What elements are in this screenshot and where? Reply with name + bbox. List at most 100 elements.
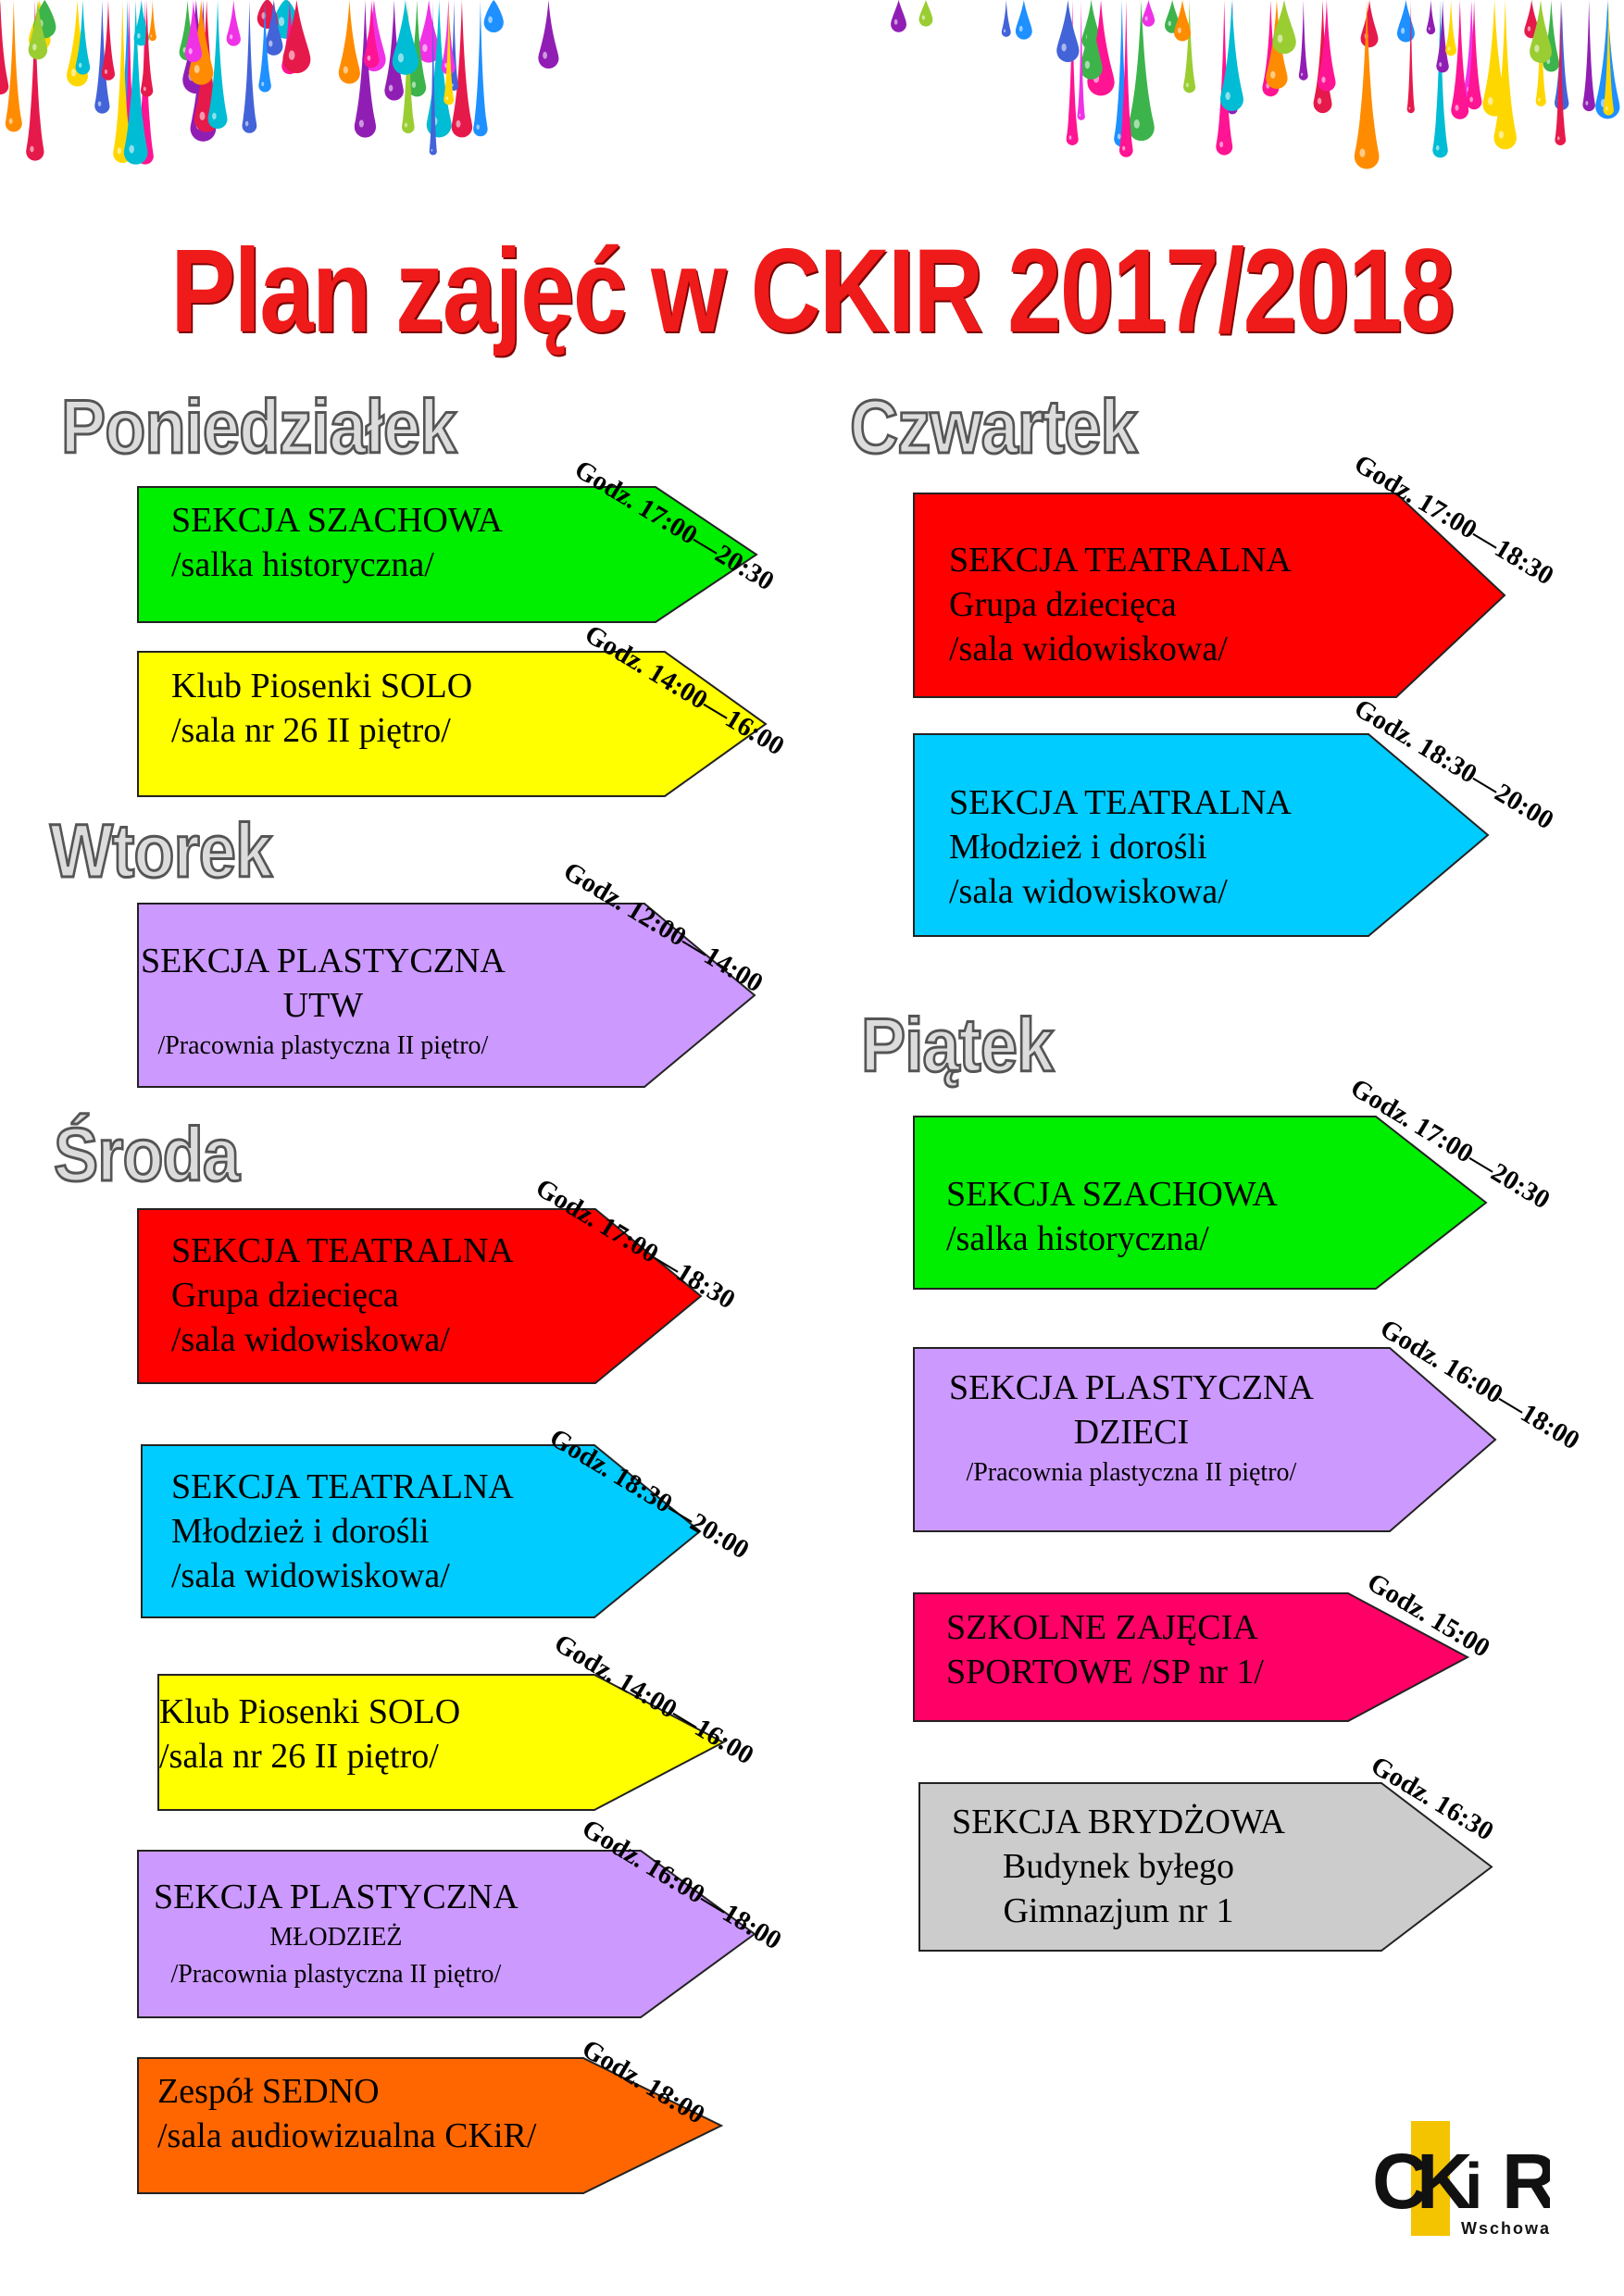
paint-drop [1354, 0, 1380, 169]
paint-drop-highlight [1317, 97, 1322, 105]
day-heading-poniedzialek: Poniedziałek [60, 384, 458, 471]
paint-drop-highlight [129, 144, 135, 154]
arrow-polygon [157, 1674, 726, 1811]
schedule-item-line: SPORTOWE /SP nr 1/ [946, 1653, 1264, 1691]
arrow-shape [913, 1116, 1488, 1290]
paint-drop-highlight [78, 62, 82, 69]
arrow-shape [913, 733, 1490, 937]
paint-drop [538, 0, 559, 69]
paint-drop-highlight [1177, 27, 1181, 33]
paint-drop-highlight [358, 119, 364, 128]
paint-drop [1080, 0, 1103, 80]
paint-drop-highlight [1556, 136, 1560, 141]
paint-drop-highlight [1408, 106, 1411, 110]
arrow-polygon [137, 1850, 756, 2018]
arrow-polygon [137, 2057, 724, 2194]
paint-drop-highlight [32, 44, 37, 51]
paint-drop-highlight [1068, 135, 1072, 140]
paint-drop-highlight [1084, 60, 1091, 69]
paint-drop [443, 0, 455, 106]
day-heading-sroda: Środa [53, 1112, 242, 1199]
paint-drop-highlight [278, 17, 285, 27]
paint-drop [891, 0, 907, 32]
paint-drop-highlight [1605, 106, 1608, 111]
paint-drop-highlight [1487, 96, 1493, 106]
schedule-item-line: /Pracownia plastyczna II piętro/ [157, 1031, 489, 1060]
arrow-shape [137, 1208, 703, 1384]
paint-drop [113, 0, 132, 164]
schedule-item: SEKCJA SZACHOWA/salka historyczna/ [913, 1116, 1488, 1290]
schedule-item-line: Grupa dziecięca [171, 1276, 399, 1315]
arrow-shape [157, 1674, 726, 1811]
paint-drop-highlight [1401, 27, 1405, 34]
paint-drop [1482, 0, 1506, 117]
paint-drop [1555, 0, 1569, 111]
schedule-item-line: SEKCJA SZACHOWA [171, 501, 503, 540]
day-heading-wtorek: Wtorek [49, 808, 274, 895]
paint-drop [384, 0, 404, 101]
paint-drop [1436, 0, 1449, 73]
paint-drop-highlight [1498, 131, 1505, 139]
arrow-shape [913, 1592, 1470, 1722]
paint-drop-highlight [422, 44, 428, 53]
schedule-item-line: Młodzież i dorośli [171, 1512, 430, 1551]
schedule-item: Zespół SEDNO/sala audiowizualna CKiR/ [137, 2057, 724, 2194]
paint-drop [1360, 0, 1379, 48]
logo-letter: R [1502, 2138, 1550, 2225]
paint-drop-highlight [1185, 82, 1189, 88]
paint-drop [1015, 0, 1032, 40]
arrow-shape [137, 903, 756, 1088]
paint-drop [364, 0, 380, 69]
paint-drop-highlight [194, 65, 200, 74]
schedule-item-line: SEKCJA TEATRALNA [949, 541, 1292, 580]
paint-drop [1432, 0, 1448, 158]
arrow-shape [141, 1444, 702, 1618]
paint-drop [338, 0, 360, 84]
schedule-item-line: /sala widowiskowa/ [949, 630, 1228, 668]
page-title: Plan zajęć w CKIR 2017/2018 [170, 225, 1455, 357]
paint-drop [207, 0, 228, 130]
arrow-polygon [137, 903, 756, 1088]
paint-drop [1603, 0, 1614, 116]
paint-drop-highlight [445, 96, 449, 101]
paint-drop [1128, 0, 1155, 142]
paint-drop [141, 0, 154, 97]
day-heading-piatek: Piątek [860, 1003, 1056, 1090]
paint-drop [918, 0, 933, 27]
paint-drop [258, 0, 271, 93]
paint-drop [226, 0, 241, 46]
paint-drop [451, 0, 473, 138]
arrow-polygon [913, 493, 1506, 698]
paint-drop-highlight [269, 40, 273, 47]
logo-letter: i [1465, 2150, 1482, 2222]
schedule-item-line: /Pracownia plastyczna II piętro/ [966, 1458, 1297, 1487]
paint-drop [473, 0, 488, 137]
paint-drop-highlight [1079, 113, 1081, 117]
paint-drop-highlight [71, 69, 77, 77]
schedule-item-line: /sala widowiskowa/ [949, 872, 1228, 911]
paint-drop-highlight [1018, 25, 1023, 32]
paint-drop [1396, 0, 1415, 43]
schedule-item-line: Gimnazjum nr 1 [1003, 1891, 1234, 1930]
paint-drop-highlight [893, 19, 898, 25]
paint-drop [189, 0, 214, 85]
paint-drop [1406, 0, 1415, 114]
paint-drop-highlight [212, 112, 217, 120]
schedule-item-line: Budynek byłego [1002, 1847, 1235, 1886]
paint-drop-highlight [261, 81, 265, 87]
schedule-item-line: SEKCJA SZACHOWA [946, 1175, 1278, 1214]
paint-drop-highlight [1144, 16, 1148, 21]
schedule-item-line: /Pracownia plastyczna II piętro/ [170, 1960, 502, 1989]
paint-drop-highlight [8, 118, 13, 124]
paint-drop [1445, 0, 1457, 56]
schedule-item-line: SEKCJA TEATRALNA [171, 1467, 514, 1506]
schedule-item-line: SEKCJA TEATRALNA [171, 1231, 514, 1270]
schedule-item-line: /salka historyczna/ [171, 545, 434, 584]
paint-drop-highlight [476, 124, 480, 130]
